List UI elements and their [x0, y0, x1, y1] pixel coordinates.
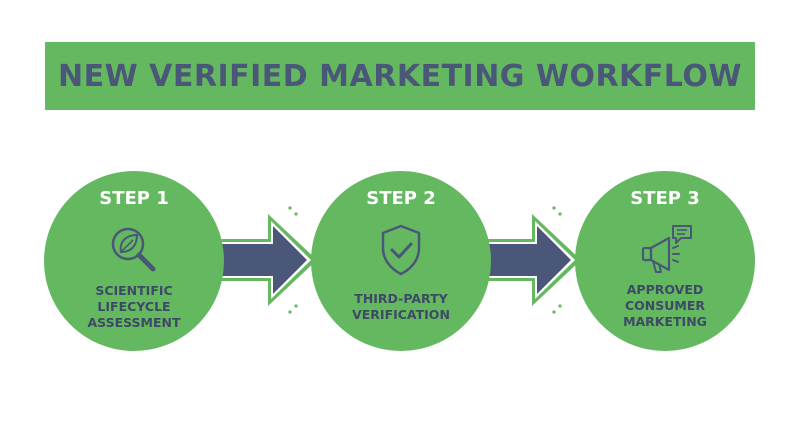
- magnifier-leaf-icon: [111, 227, 156, 272]
- step-3-circle: STEP 3 APPROVED CONSUMER MARKETING: [575, 171, 755, 351]
- step-1-circle: STEP 1 SCIENTIFIC LIFECYCLE ASSESSMENT: [44, 171, 224, 351]
- megaphone-chat-icon: [641, 225, 692, 273]
- step-2-label: STEP 2: [366, 188, 436, 209]
- step-3-label: STEP 3: [630, 188, 700, 209]
- step-3-text: APPROVED CONSUMER MARKETING: [623, 282, 707, 329]
- step-1-text: SCIENTIFIC LIFECYCLE ASSESSMENT: [87, 283, 181, 330]
- step-2-text: THIRD-PARTY VERIFICATION: [352, 291, 450, 322]
- arrow-right-icon: [478, 205, 588, 315]
- page-title: NEW VERIFIED MARKETING WORKFLOW: [58, 58, 742, 94]
- arrow-right-icon: [214, 205, 324, 315]
- step-2-circle: STEP 2 THIRD-PARTY VERIFICATION: [311, 171, 491, 351]
- shield-check-icon: [381, 224, 421, 276]
- title-banner: NEW VERIFIED MARKETING WORKFLOW: [45, 42, 755, 110]
- step-1-label: STEP 1: [99, 188, 169, 209]
